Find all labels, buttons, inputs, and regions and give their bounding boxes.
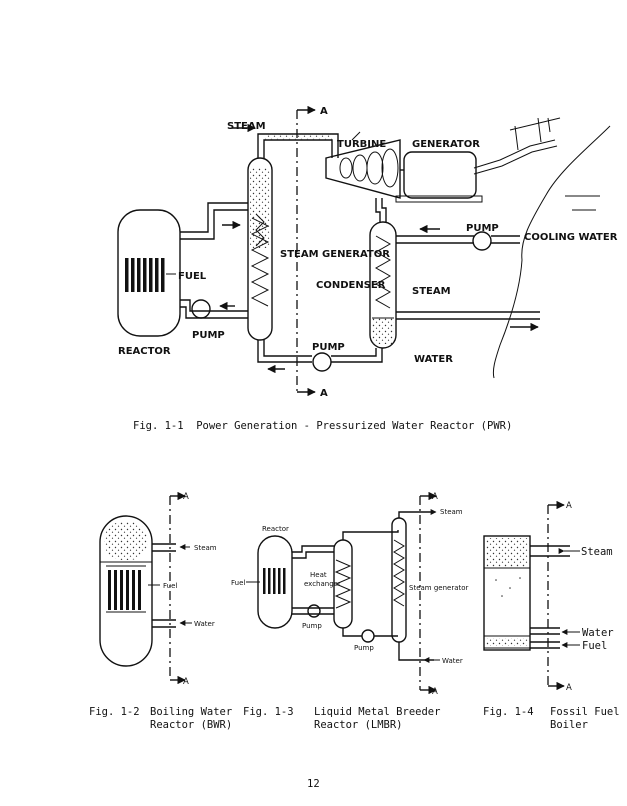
fig4-label-steam: Steam: [581, 546, 613, 558]
fig2-label-fuel: Fuel: [163, 582, 177, 590]
fig3-label-reactor: Reactor: [262, 525, 289, 533]
fig3-caption-number: Fig. 1-3: [243, 706, 294, 718]
fig1-label-condenser: CONDENSER: [316, 280, 386, 291]
fig3-label-steam: Steam: [440, 508, 463, 516]
reactor-fuel-rods: [125, 258, 165, 292]
fig3-label-a-bottom: A: [432, 687, 438, 697]
fig1-label-turbine: TURBINE: [337, 139, 386, 150]
fig1-label-generator: GENERATOR: [412, 139, 480, 150]
fig2-label-a-bottom: A: [183, 677, 189, 687]
fig3-label-fuel: Fuel: [231, 579, 245, 587]
fig1-label-a-top: A: [320, 106, 328, 117]
fig3-caption-text: Liquid Metal Breeder Reactor (LMBR): [314, 706, 441, 731]
fig3-heat-exchanger-line1: Heat: [310, 571, 327, 579]
fig1-caption: Fig. 1-1 Power Generation - Pressurized …: [133, 420, 513, 432]
lmbr-fuel-rods: [263, 568, 286, 594]
fig1-label-steam: STEAM: [227, 121, 266, 132]
fig3-label-a-top: A: [432, 492, 438, 502]
fig2-label-water: Water: [194, 620, 215, 628]
fig2-label-steam: Steam: [194, 544, 217, 552]
fig2-caption-text: Boiling Water Reactor (BWR): [150, 706, 233, 731]
fig4-label-fuel: Fuel: [582, 640, 607, 652]
fig1-label-cooling-water: COOLING WATER: [524, 232, 618, 243]
fig3-lmbr-diagram: Reactor Fuel Heat exchanger Pump Pump St…: [231, 491, 469, 697]
fig1-label-pump-reactor: PUMP: [192, 330, 225, 341]
fig3-label-water: Water: [442, 657, 463, 665]
fig1-label-steam-generator: STEAM GENERATOR: [280, 249, 390, 260]
fig4-boiler-diagram: Steam Water Fuel A A: [483, 500, 614, 693]
fig1-label-reactor: REACTOR: [118, 346, 171, 357]
fig3-label-heat-exchanger: Heat exchanger: [304, 571, 341, 588]
fig3-label-steam-generator: Steam generator: [409, 584, 469, 592]
fig3-heat-exchanger-line2: exchanger: [304, 580, 341, 588]
fig1-label-fuel: FUEL: [178, 271, 207, 282]
fig1-label-water: WATER: [414, 354, 453, 365]
fig3-label-pump-2: Pump: [354, 644, 374, 652]
fig2-caption-number: Fig. 1-2: [89, 706, 140, 718]
fig4-label-water: Water: [582, 627, 614, 639]
fig2-label-a-top: A: [183, 492, 189, 502]
fig1-pwr-diagram: STEAM TURBINE GENERATOR FUEL STEAM GENER…: [117, 105, 618, 399]
fig1-label-steam-condenser: STEAM: [412, 286, 451, 297]
fig3-label-pump-1: Pump: [302, 622, 322, 630]
fig1-label-a-bottom: A: [320, 388, 328, 399]
fig4-caption-text: Fossil Fuel Boiler: [550, 706, 620, 731]
fig4-label-a-bottom: A: [566, 683, 572, 693]
fig1-label-pump-cooling: PUMP: [466, 223, 499, 234]
bwr-fuel-rods: [108, 570, 141, 610]
fig4-caption-number: Fig. 1-4: [483, 706, 534, 718]
fig2-bwr-diagram: Steam Fuel Water A A: [99, 491, 217, 687]
fig4-label-a-top: A: [566, 501, 572, 511]
fig1-label-pump-return: PUMP: [312, 342, 345, 353]
page-number: 12: [307, 778, 320, 790]
